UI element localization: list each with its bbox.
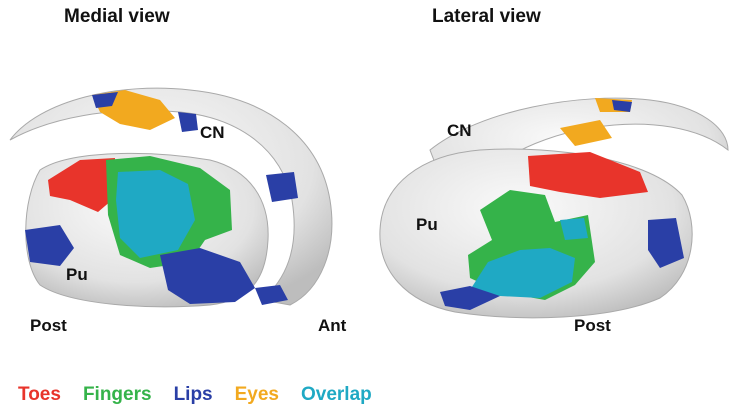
medial-lips-patch-right xyxy=(266,172,298,202)
medial-label-ant: Ant xyxy=(318,316,346,336)
lateral-label-pu: Pu xyxy=(416,215,438,235)
lateral-view-title: Lateral view xyxy=(432,6,541,28)
legend-lips: Lips xyxy=(174,384,213,406)
lateral-label-post: Post xyxy=(574,316,611,336)
medial-lips-patch-top2 xyxy=(178,112,198,132)
color-legend: Toes Fingers Lips Eyes Overlap xyxy=(18,384,372,406)
legend-eyes: Eyes xyxy=(235,384,279,406)
medial-label-post: Post xyxy=(30,316,67,336)
legend-toes: Toes xyxy=(18,384,61,406)
medial-label-pu: Pu xyxy=(66,265,88,285)
medial-label-cn: CN xyxy=(200,123,225,143)
lateral-overlap-patch-2 xyxy=(560,218,588,240)
medial-view-title: Medial view xyxy=(64,6,170,28)
legend-overlap: Overlap xyxy=(301,384,372,406)
legend-fingers: Fingers xyxy=(83,384,152,406)
lateral-label-cn: CN xyxy=(447,121,472,141)
